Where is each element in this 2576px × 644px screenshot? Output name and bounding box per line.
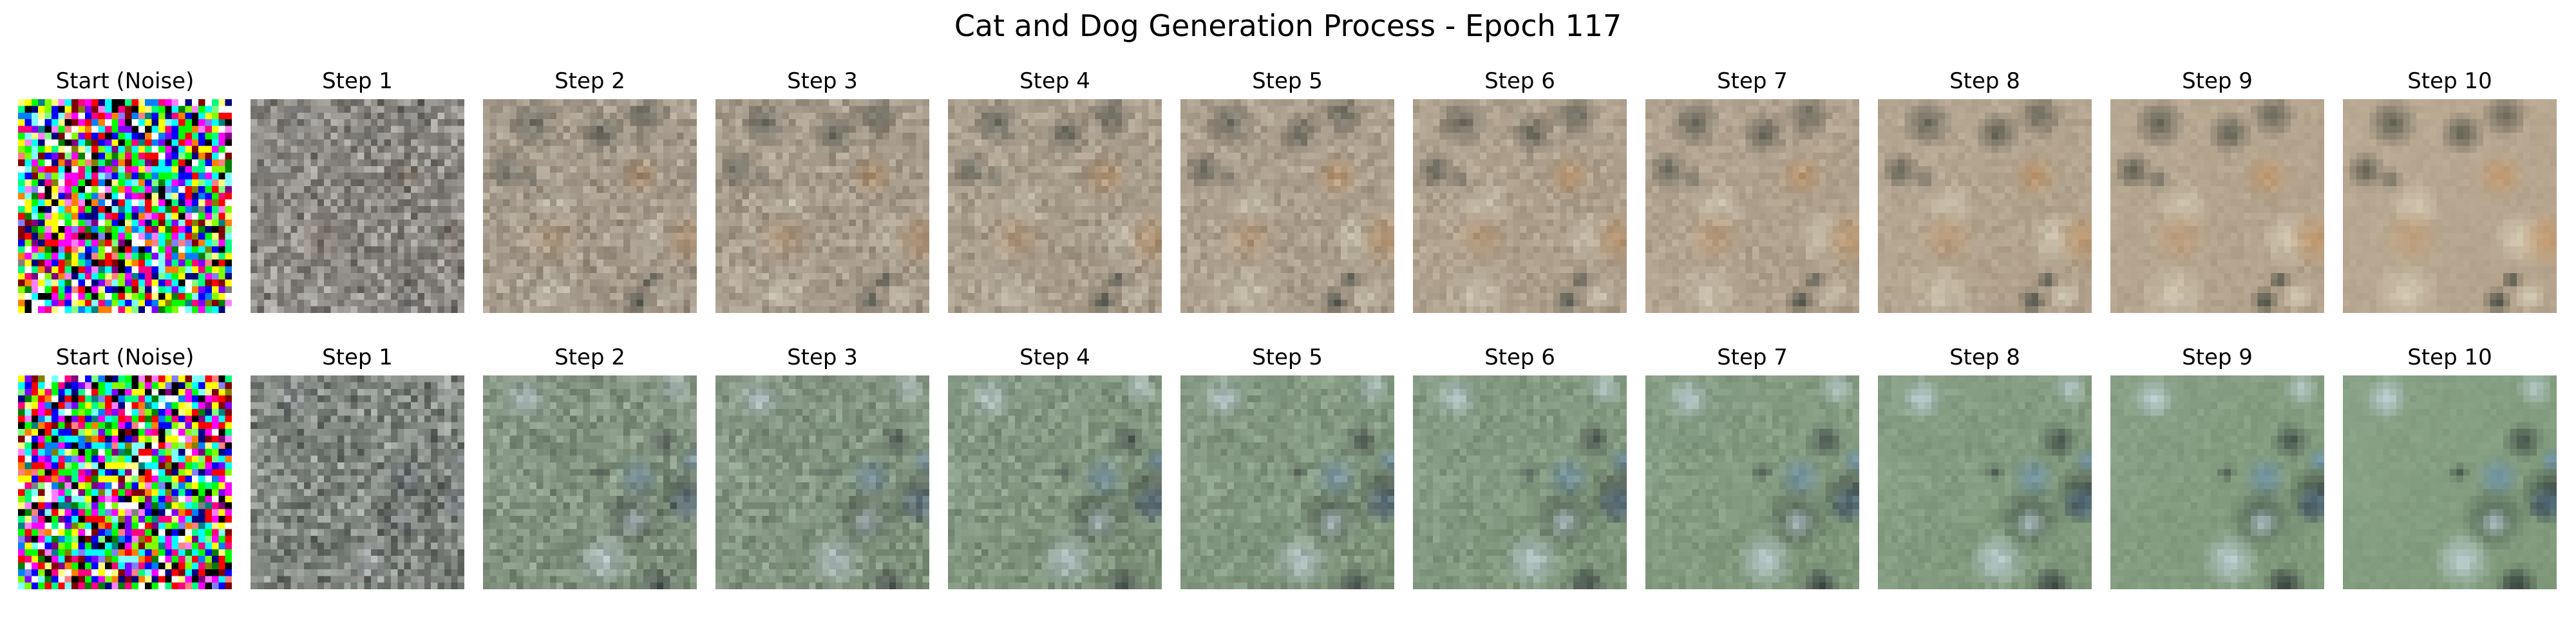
generation-panel: Step 10 xyxy=(2340,345,2559,589)
generated-image xyxy=(251,375,464,589)
generated-image xyxy=(715,99,929,313)
panel-title: Step 9 xyxy=(2182,345,2253,370)
panel-title: Step 5 xyxy=(1252,68,1323,94)
generated-image xyxy=(483,99,697,313)
generation-panel: Step 7 xyxy=(1643,345,1862,589)
generated-image xyxy=(483,375,697,589)
generated-image xyxy=(18,99,232,313)
generated-image xyxy=(948,375,1162,589)
generation-panel: Step 6 xyxy=(1410,345,1629,589)
panel-title: Step 8 xyxy=(1949,68,2020,94)
generated-image xyxy=(18,375,232,589)
panel-title: Start (Noise) xyxy=(55,345,194,370)
panel-title: Step 2 xyxy=(554,68,625,94)
panel-title: Step 10 xyxy=(2407,345,2492,370)
panel-title: Step 10 xyxy=(2407,68,2492,94)
panel-title: Step 6 xyxy=(1484,345,1555,370)
panel-title: Step 4 xyxy=(1019,345,1090,370)
panel-title: Step 3 xyxy=(787,345,858,370)
panel-title: Step 2 xyxy=(554,345,625,370)
generated-image xyxy=(2110,99,2324,313)
panel-title: Step 1 xyxy=(322,68,393,94)
generated-image xyxy=(1413,375,1627,589)
generation-panel: Step 3 xyxy=(713,68,932,313)
generated-image xyxy=(1878,99,2092,313)
generated-image xyxy=(1180,375,1394,589)
panel-title: Step 7 xyxy=(1717,68,1788,94)
generated-image xyxy=(1413,99,1627,313)
panel-title: Step 1 xyxy=(322,345,393,370)
generation-panel: Step 5 xyxy=(1178,68,1397,313)
generated-image xyxy=(948,99,1162,313)
generation-panel: Step 2 xyxy=(480,68,699,313)
generated-image xyxy=(1878,375,2092,589)
generation-panel: Step 1 xyxy=(248,345,467,589)
generation-panel: Step 8 xyxy=(1875,345,2094,589)
panel-title: Step 8 xyxy=(1949,345,2020,370)
figure-title: Cat and Dog Generation Process - Epoch 1… xyxy=(954,8,1622,43)
generation-panel: Step 8 xyxy=(1875,68,2094,313)
generated-image xyxy=(1645,375,1859,589)
panel-title: Step 6 xyxy=(1484,68,1555,94)
generation-panel: Step 7 xyxy=(1643,68,1862,313)
generation-panel: Step 2 xyxy=(480,345,699,589)
generation-panel: Step 5 xyxy=(1178,345,1397,589)
generation-panel: Step 9 xyxy=(2108,345,2327,589)
generation-panel: Step 3 xyxy=(713,345,932,589)
generated-image xyxy=(1180,99,1394,313)
generated-image xyxy=(2110,375,2324,589)
generation-panel: Step 9 xyxy=(2108,68,2327,313)
panel-title: Step 7 xyxy=(1717,345,1788,370)
generation-panel: Start (Noise) xyxy=(15,68,234,313)
generation-panel: Step 10 xyxy=(2340,68,2559,313)
generated-image xyxy=(1645,99,1859,313)
generated-image xyxy=(251,99,464,313)
panel-title: Step 4 xyxy=(1019,68,1090,94)
panel-title: Start (Noise) xyxy=(55,68,194,94)
generated-image xyxy=(2343,99,2557,313)
generated-image xyxy=(2343,375,2557,589)
generation-panel: Step 6 xyxy=(1410,68,1629,313)
generation-panel: Start (Noise) xyxy=(15,345,234,589)
panel-title: Step 9 xyxy=(2182,68,2253,94)
generation-panel: Step 4 xyxy=(945,345,1164,589)
generated-image xyxy=(715,375,929,589)
generation-panel: Step 4 xyxy=(945,68,1164,313)
panel-title: Step 5 xyxy=(1252,345,1323,370)
generation-panel: Step 1 xyxy=(248,68,467,313)
panel-title: Step 3 xyxy=(787,68,858,94)
